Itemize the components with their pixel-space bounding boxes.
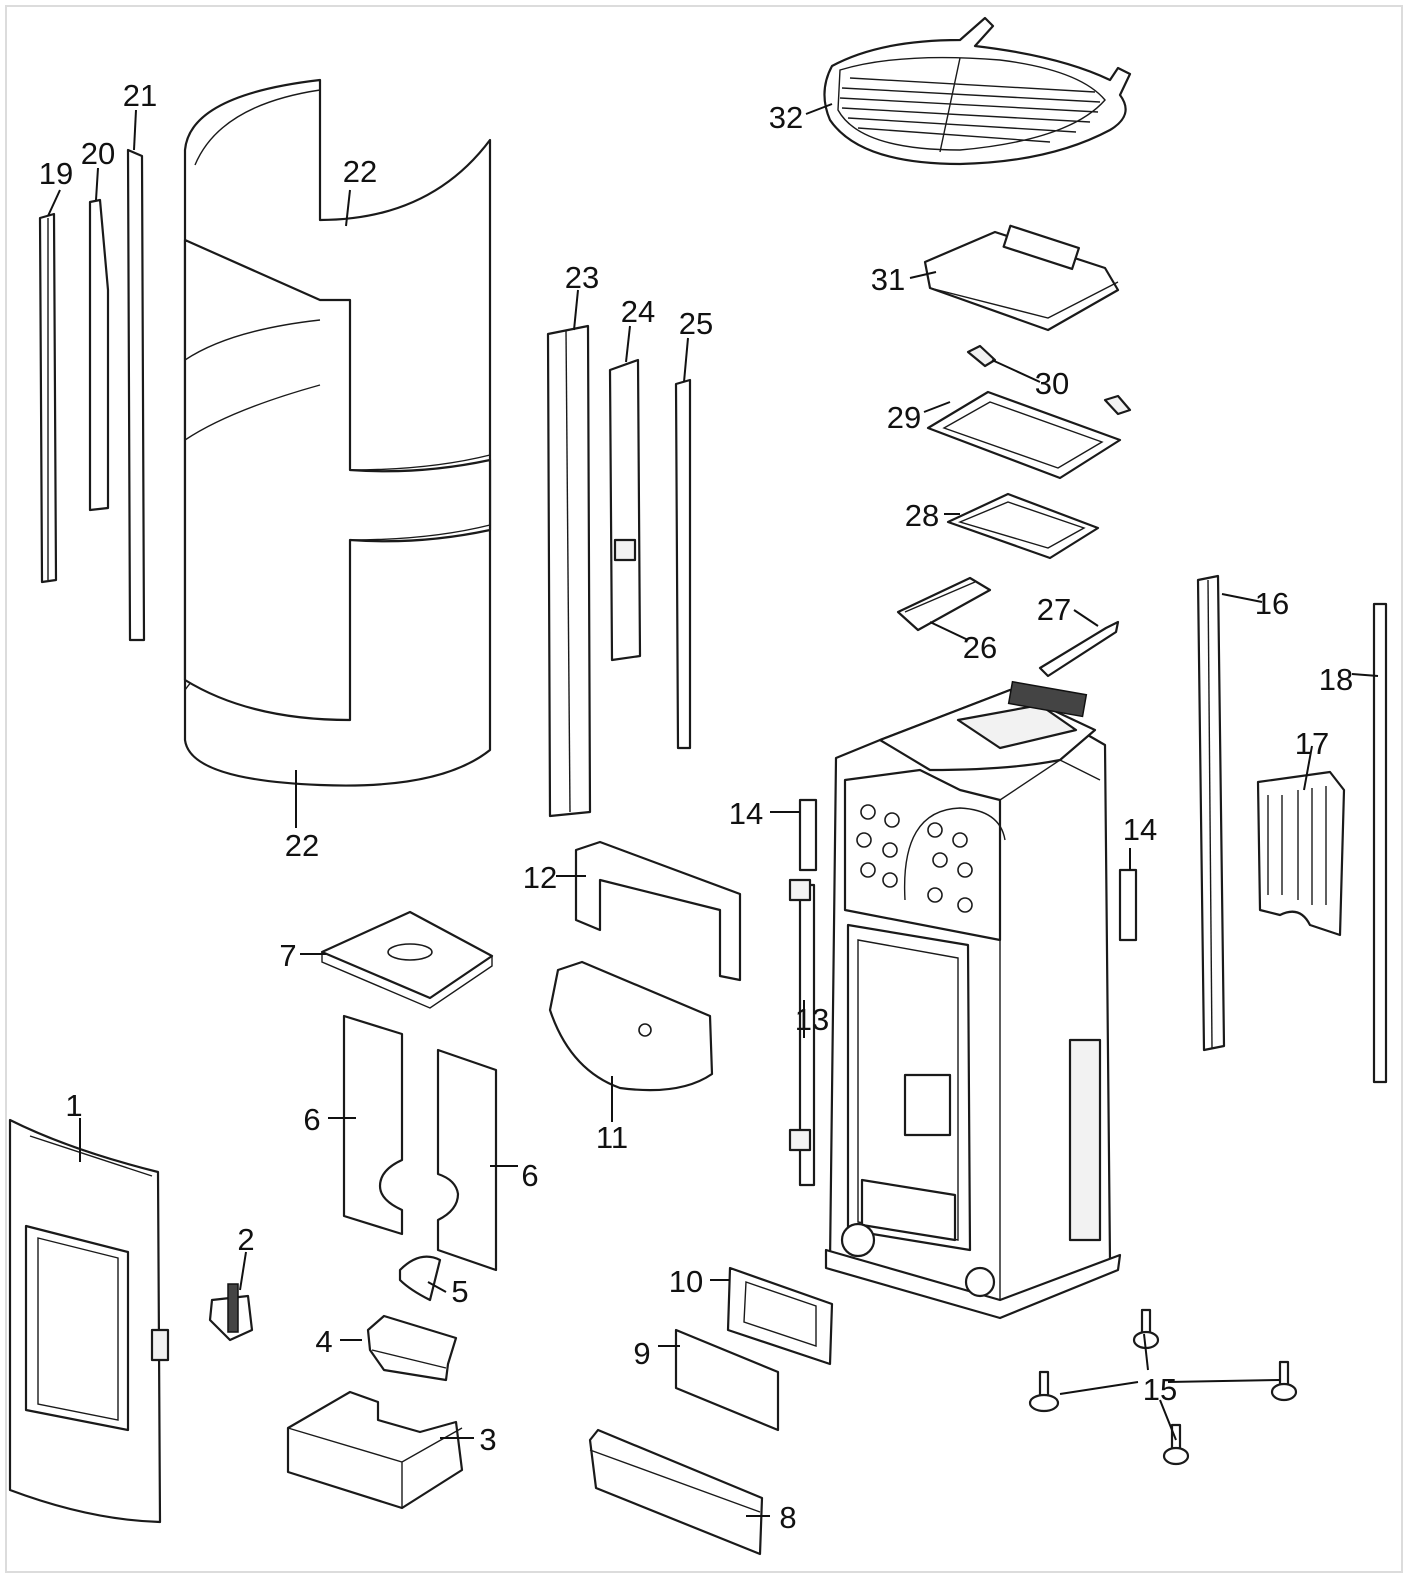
callout-24: 24 xyxy=(621,294,655,329)
part-29-frame xyxy=(926,390,1122,480)
part-6-left-panel xyxy=(342,1014,404,1236)
diagram-frame xyxy=(5,5,1403,1573)
part-1-door xyxy=(8,1118,170,1524)
callout-7: 7 xyxy=(279,938,296,973)
part-12-bracket xyxy=(574,840,742,982)
callout-26: 26 xyxy=(963,630,997,665)
part-17-electronic-board xyxy=(1256,770,1346,937)
callout-5: 5 xyxy=(451,1274,468,1309)
part-2-hinge xyxy=(208,1283,254,1342)
callout-19: 19 xyxy=(39,156,73,191)
part-4-brazier xyxy=(366,1314,458,1382)
part-15-feet xyxy=(1028,1308,1298,1466)
callout-10: 10 xyxy=(669,1264,703,1299)
part-8-handle-panel xyxy=(588,1428,764,1556)
part-7-top-plate xyxy=(320,910,494,1009)
part-14b-plate xyxy=(1118,868,1138,942)
callout-2: 2 xyxy=(237,1222,254,1257)
callout-16: 16 xyxy=(1255,586,1289,621)
callout-25: 25 xyxy=(679,306,713,341)
callout-11: 11 xyxy=(596,1120,628,1155)
part-26-bracket xyxy=(896,576,992,632)
callout-32: 32 xyxy=(769,100,803,135)
part-28-gasket xyxy=(946,492,1100,560)
callout-23: 23 xyxy=(565,260,599,295)
callout-22-bottom: 22 xyxy=(285,828,319,863)
leader-lines xyxy=(47,103,1379,1517)
part-16-side-profile xyxy=(1196,574,1226,1052)
callout-31: 31 xyxy=(871,262,905,297)
part-24-profile xyxy=(608,358,642,662)
callout-17: 17 xyxy=(1295,726,1329,761)
part-10-frame xyxy=(726,1266,834,1366)
callout-3: 3 xyxy=(479,1422,496,1457)
part-13-rail xyxy=(788,878,816,1187)
part-14a-plate xyxy=(798,798,818,872)
callout-30: 30 xyxy=(1035,366,1069,401)
callout-21: 21 xyxy=(123,78,157,113)
part-5-clip xyxy=(398,1255,442,1302)
part-25-profile xyxy=(674,378,692,750)
part-9-glass xyxy=(674,1328,780,1432)
part-6-right-panel xyxy=(436,1048,498,1272)
callout-1: 1 xyxy=(65,1088,82,1123)
part-11-deflector xyxy=(548,960,714,1092)
callout-14-right: 14 xyxy=(1123,812,1157,847)
callout-8: 8 xyxy=(779,1500,796,1535)
callout-22-top: 22 xyxy=(343,154,377,189)
part-18-rear-profile xyxy=(1372,602,1388,1084)
stove-body xyxy=(824,680,1122,1320)
callout-14-left: 14 xyxy=(729,796,763,831)
callout-20: 20 xyxy=(81,136,115,171)
callout-13: 13 xyxy=(795,1002,829,1037)
callout-18: 18 xyxy=(1319,662,1353,697)
part-21-strip xyxy=(126,148,146,642)
part-20-strip xyxy=(88,198,110,512)
part-31-cover xyxy=(923,224,1120,332)
callout-28: 28 xyxy=(905,498,939,533)
callout-12: 12 xyxy=(523,860,557,895)
part-23-profile xyxy=(546,324,592,818)
callout-6-right: 6 xyxy=(521,1158,538,1193)
callout-27: 27 xyxy=(1037,592,1071,627)
part-22-shell xyxy=(183,78,492,787)
part-32-top-grill xyxy=(823,16,1132,166)
callout-9: 9 xyxy=(633,1336,650,1371)
callout-15: 15 xyxy=(1143,1372,1177,1407)
part-27-rod xyxy=(1038,620,1120,678)
part-19-strip xyxy=(38,212,58,584)
part-30-hinges xyxy=(966,344,1132,416)
callout-6-left: 6 xyxy=(303,1102,320,1137)
callout-4: 4 xyxy=(315,1324,332,1359)
part-3-ash-drawer xyxy=(286,1390,464,1510)
callout-29: 29 xyxy=(887,400,921,435)
